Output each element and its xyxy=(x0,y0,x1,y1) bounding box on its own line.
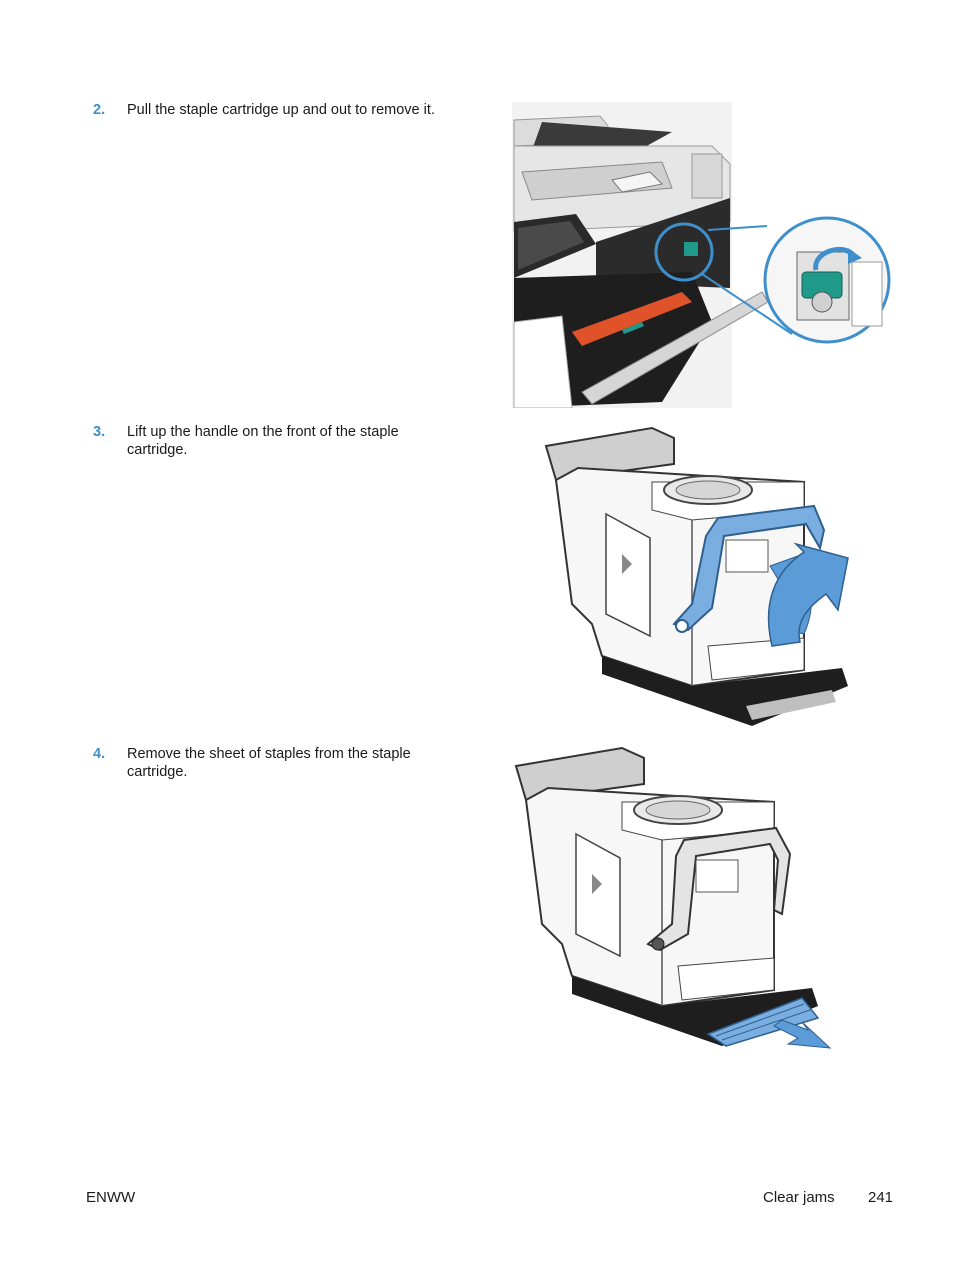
step-text: Pull the staple cartridge up and out to … xyxy=(127,102,435,118)
step-text: Remove the sheet of staples from the sta… xyxy=(127,746,411,780)
footer-document-id: ENWW xyxy=(86,1189,136,1206)
footer-page-number: 241 xyxy=(868,1189,894,1206)
step-number: 3. xyxy=(93,424,106,440)
step-number: 2. xyxy=(93,102,106,118)
staple-cartridge-handle-illustration xyxy=(544,426,849,726)
footer-section-title: Clear jams xyxy=(763,1189,835,1206)
printer-stapler-illustration xyxy=(512,102,891,408)
staple-sheet-removal-illustration xyxy=(514,746,832,1049)
step-number: 4. xyxy=(93,746,106,762)
step-text: Lift up the handle on the front of the s… xyxy=(127,424,399,458)
